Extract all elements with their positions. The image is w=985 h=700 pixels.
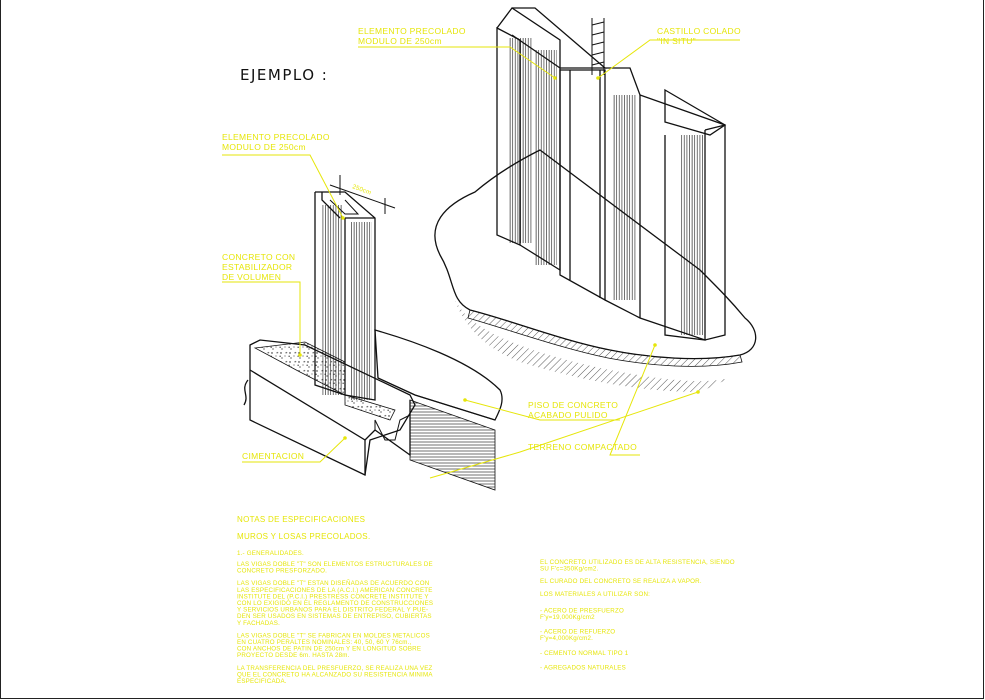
label-concreto-3: DE VOLUMEN — [222, 272, 281, 282]
label-concreto-1: CONCRETO CON — [222, 252, 295, 262]
notes-left-line: ESPECIFICADA. — [237, 678, 287, 685]
dimension-label: 250cm — [351, 183, 372, 196]
notes-material-line: F'y=4,000Kg/cm2. — [540, 635, 593, 642]
notes-right-column: EL CONCRETO UTILIZADO ES DE ALTA RESISTE… — [540, 559, 735, 671]
label-elemento-left-2: MODULO DE 250cm — [222, 142, 306, 152]
label-castillo-1: CASTILLO COLADO — [657, 26, 741, 36]
notes-section: 1.- GENERALIDADES. — [237, 550, 304, 557]
label-elemento-left-1: ELEMENTO PRECOLADO — [222, 132, 330, 142]
label-terreno: TERRENO COMPACTADO — [528, 442, 637, 452]
notes-left-line: LA TRANSFERENCIA DEL PRESFUERZO, SE REAL… — [237, 665, 433, 672]
notes-material-line: - AGREGADOS NATURALES — [540, 664, 626, 671]
notes-subheading: MUROS Y LOSAS PRECOLADOS. — [237, 532, 370, 541]
notes-material-line: - ACERO DE REFUERZO — [540, 629, 615, 636]
notes-right-line: SU F'c=350Kg/cm2. — [540, 566, 598, 573]
label-elemento-top-1: ELEMENTO PRECOLADO — [358, 26, 466, 36]
notes-material-line: F'y=19,000Kg/cm2 — [540, 614, 595, 621]
notes-material-line: - ACERO DE PRESFUERZO — [540, 607, 624, 614]
notes-left-line: LAS ESPECIFICACIONES DE LA (A.C.I.) AMER… — [237, 587, 433, 594]
notes-left-line: EN CUATRO PERALTES NOMINALES: 40, 50, 60… — [237, 639, 411, 646]
notes-left-line: CONCRETO PRESFORZADO. — [237, 568, 327, 575]
label-concreto-2: ESTABILIZADOR — [222, 262, 292, 272]
leaders — [222, 39, 740, 479]
notes-left-line: Y SERVICIOS URBANOS PARA EL DISTRITO FED… — [237, 607, 428, 614]
notes-right-line: LOS MATERIALES A UTILIZAR SON: — [540, 591, 650, 598]
label-castillo-2: "IN SITU" — [657, 36, 696, 46]
label-piso-1: PISO DE CONCRETO — [528, 400, 618, 410]
notes-left-line: QUE EL CONCRETO HA ALCANZADO SU RESISTEN… — [237, 671, 433, 678]
notes-left-column: LAS VIGAS DOBLE "T" SON ELEMENTOS ESTRUC… — [237, 561, 433, 685]
notes-left-line: DEN SER USADOS EN SISTEMAS DE ENTREPISO,… — [237, 613, 432, 620]
notes-right-line: EL CURADO DEL CONCRETO SE REALIZA A VAPO… — [540, 578, 702, 585]
notes-right-line: EL CONCRETO UTILIZADO ES DE ALTA RESISTE… — [540, 559, 735, 566]
notes-left-line: Y FACHADAS. — [237, 620, 280, 627]
right-detail — [434, 7, 757, 392]
notes-left-line: LAS VIGAS DOBLE "T" SE FABRICAN EN MOLDE… — [237, 632, 430, 639]
page-title: EJEMPLO : — [240, 66, 328, 84]
notes-left-line: LAS VIGAS DOBLE "T" SON ELEMENTOS ESTRUC… — [237, 561, 433, 568]
notes-material-line: - CEMENTO NORMAL TIPO 1 — [540, 650, 629, 657]
notes-left-line: CON LO EXIGIDO EN EL REGLAMENTO DE CONST… — [237, 600, 433, 607]
left-detail: 250cm — [243, 175, 503, 491]
notes-heading: NOTAS DE ESPECIFICACIONES — [237, 515, 365, 524]
notes-left-line: CON ANCHOS DE PATIN DE 250cm Y EN LONGIT… — [237, 646, 421, 653]
notes-left-line: INSTITUTE DEL (P.C.I.) PRESTRESS CONCRET… — [237, 593, 429, 600]
notes-left-line: LAS VIGAS DOBLE "T" ESTAN DISEÑADAS DE A… — [237, 580, 429, 587]
notes-left-line: PROYECTO DESDE 6m. HASTA 28m. — [237, 652, 350, 659]
label-elemento-top-2: MODULO DE 250cm — [358, 36, 442, 46]
label-cimentacion: CIMENTACION — [242, 451, 304, 461]
notes-block: NOTAS DE ESPECIFICACIONES MUROS Y LOSAS … — [237, 515, 735, 685]
label-piso-2: ACABADO PULIDO — [528, 410, 608, 420]
